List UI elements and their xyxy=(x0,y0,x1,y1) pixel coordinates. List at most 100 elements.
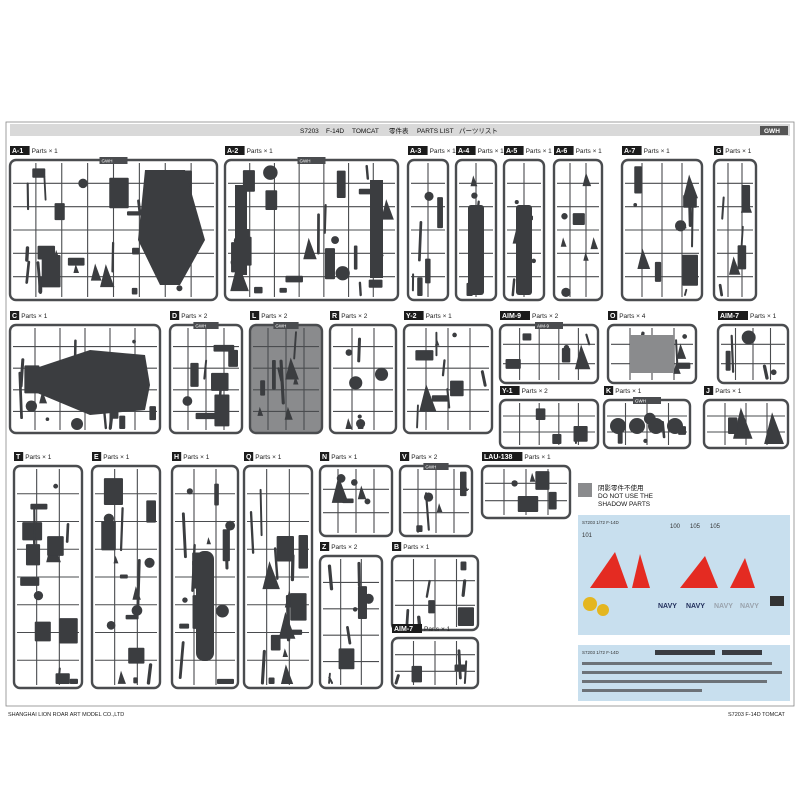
sprue-id: Y-1 xyxy=(502,388,513,395)
sprue-id: A-2 xyxy=(227,148,238,155)
sprue-id-badge xyxy=(172,452,182,461)
sprue-t: T Parts × 1 xyxy=(12,452,84,690)
notice-cn: 阴影零件不使用 xyxy=(598,483,644,492)
decal-number-1: 101 xyxy=(582,533,593,539)
sprue-id-badge xyxy=(244,452,254,461)
decal-navy-1: NAVY xyxy=(658,603,677,610)
sprue-id-badge xyxy=(608,311,618,320)
sprue-qty: Parts × 1 xyxy=(430,148,457,155)
sprue-tag: GWH xyxy=(275,324,286,329)
sprue-id-badge xyxy=(250,311,260,320)
sprue-id-badge xyxy=(10,311,20,320)
sprue-id: LAU-138 xyxy=(484,454,513,461)
sprue-id: T xyxy=(16,454,21,461)
sprue-id-badge xyxy=(622,146,642,155)
sprue-id-badge xyxy=(392,542,402,551)
sprue-qty: Parts × 1 xyxy=(526,148,553,155)
header-model: F-14D xyxy=(326,128,344,135)
sprue-id: AIM-7 xyxy=(720,313,739,320)
decal-sheet-bottom: S7203 1/72 F-14D xyxy=(578,645,790,701)
sprue-id: A-6 xyxy=(556,148,567,155)
sprue-id: G xyxy=(716,148,722,155)
sprue-id: J xyxy=(706,388,710,395)
sprue-id: A-1 xyxy=(12,148,23,155)
sprue-tag: GWH xyxy=(300,159,311,164)
sprue-id-badge xyxy=(554,146,574,155)
shadow-notice: 阴影零件不使用 DO NOT USE THE SHADOW PARTS xyxy=(578,483,654,508)
sprue-id-badge xyxy=(10,146,30,155)
decal-navy-4: NAVY xyxy=(740,603,759,610)
sprue-id-badge xyxy=(320,542,330,551)
sprue-qty: Parts × 2 xyxy=(331,544,358,551)
sprue-qty: Parts × 1 xyxy=(21,313,48,320)
sprue-qty: Parts × 1 xyxy=(183,454,210,461)
sprue-id-badge xyxy=(504,146,524,155)
sprue-qty: Parts × 1 xyxy=(576,148,603,155)
sprue-qty: Parts × 1 xyxy=(750,313,777,320)
sprue-id: A-5 xyxy=(506,148,517,155)
header-code: S7203 xyxy=(300,128,319,135)
sprue-id: Y-2 xyxy=(406,313,417,320)
sprue-id: H xyxy=(174,454,179,461)
sprue-id: Q xyxy=(246,454,252,461)
header-parts-list: PARTS LIST xyxy=(417,128,454,135)
sprue-qty: Parts × 1 xyxy=(403,544,430,551)
sprue-id-badge xyxy=(92,452,102,461)
sprue-qty: Parts × 1 xyxy=(644,148,671,155)
decal-number-4: 105 xyxy=(710,524,721,530)
sprue-id-badge xyxy=(225,146,245,155)
sprue-tag: AIM-9 xyxy=(537,324,549,329)
sprue-id-badge xyxy=(718,311,748,320)
sprue-tag: GWH xyxy=(635,399,646,404)
sprue-id: A-3 xyxy=(410,148,421,155)
sprue-qty: Parts × 1 xyxy=(424,626,451,633)
sprue-id: Z xyxy=(322,544,327,551)
sprue-id-badge xyxy=(330,311,340,320)
decal-sheet-top: S7203 1/72 F-14D 101 100 105 105 NAVY NA… xyxy=(578,515,790,635)
sprue-id: V xyxy=(402,454,407,461)
notice-line2: SHADOW PARTS xyxy=(598,501,651,508)
sprue-qty: Parts × 1 xyxy=(524,454,551,461)
sprue-tag: GWH xyxy=(195,324,206,329)
sprue-id-badge xyxy=(704,386,714,395)
sprue-id-badge xyxy=(320,452,330,461)
sprue-qty: Parts × 1 xyxy=(247,148,274,155)
sprue-a3: A-3 Parts × 1 xyxy=(406,146,457,302)
sprue-id-badge xyxy=(482,452,523,461)
header-name: TOMCAT xyxy=(352,128,379,135)
sprue-id: R xyxy=(332,313,337,320)
sprue-id-badge xyxy=(456,146,476,155)
gwh-logo: GWH xyxy=(764,128,780,135)
notice-line1: DO NOT USE THE xyxy=(598,493,654,500)
header-cn: 零件表 xyxy=(389,126,409,135)
sprue-h: H Parts × 1 xyxy=(170,452,240,690)
sprue-qty: Parts × 4 xyxy=(619,313,646,320)
sprue-id-badge xyxy=(404,311,424,320)
sprue-id: E xyxy=(94,454,99,461)
sprue-id-badge xyxy=(14,452,24,461)
header-jp: パーツリスト xyxy=(459,127,498,135)
sprue-qty: Parts × 1 xyxy=(25,454,52,461)
sprue-qty: Parts × 1 xyxy=(331,454,358,461)
sprue-id-badge xyxy=(604,386,614,395)
sprue-lau: LAU-138 Parts × 1 xyxy=(480,452,572,520)
sprue-id: C xyxy=(12,313,17,320)
decal-navy-3: NAVY xyxy=(714,603,733,610)
sprue-id: L xyxy=(252,313,257,320)
sprue-tag: GWH xyxy=(102,159,113,164)
